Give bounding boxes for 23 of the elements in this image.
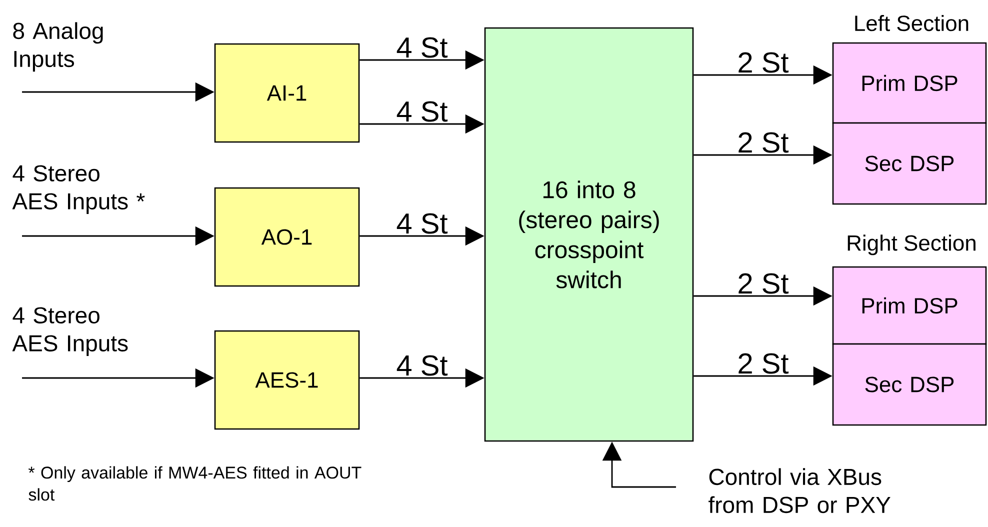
dsp-box: Prim DSP bbox=[832, 42, 987, 124]
input-label: 4 Stereo AES Inputs bbox=[12, 307, 128, 356]
section-heading: Left Section bbox=[855, 14, 968, 32]
edge-label: 4 St bbox=[395, 354, 449, 377]
edge-label: 2 St bbox=[736, 51, 790, 74]
edge-label: 2 St bbox=[736, 352, 790, 375]
input-label: 8 Analog Inputs bbox=[13, 22, 103, 72]
module-box: AES-1 bbox=[214, 330, 360, 430]
footnote: * Only available if MW4-AES fitted in AOUT slot bbox=[28, 466, 362, 501]
edge-label: 4 St bbox=[395, 36, 449, 59]
dsp-box: Sec DSP bbox=[832, 122, 987, 205]
edge-label: 2 St bbox=[736, 131, 790, 154]
switch-box: 16 into 8 (stereo pairs) crosspoint switch bbox=[484, 27, 694, 442]
module-box: AI-1 bbox=[214, 43, 360, 143]
dsp-box: Prim DSP bbox=[832, 266, 987, 345]
module-box: AO-1 bbox=[214, 187, 360, 287]
edge-label: 4 St bbox=[395, 212, 449, 235]
control-note: Control via XBus from DSP or PXY bbox=[708, 468, 890, 514]
dsp-box: Sec DSP bbox=[832, 343, 987, 426]
edge-label: 4 St bbox=[395, 100, 449, 123]
input-label: 4 Stereo AES Inputs * bbox=[12, 165, 145, 214]
edge-label: 2 St bbox=[736, 272, 790, 295]
section-heading: Right Section bbox=[848, 234, 976, 256]
